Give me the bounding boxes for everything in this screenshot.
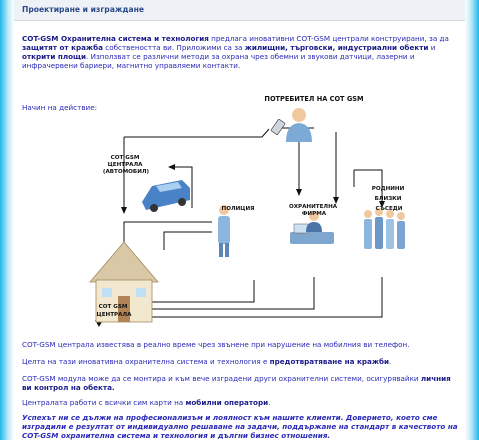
relatives-label: РОДНИНИ БЛИЗКИ СЪСЕДИ — [372, 186, 407, 212]
system-diagram: ПОТРЕБИТЕЛ НА СОТ GSM СОТ GSM ЦЕНТРАЛА (… — [89, 95, 407, 327]
sim-bold: мобилни оператори — [185, 398, 269, 407]
police-officer-icon — [218, 205, 230, 257]
intro-bold-2: жилищни, търговски, индустриални обекти — [244, 43, 429, 52]
intro-text-3: и — [428, 43, 436, 52]
brand-name: COT-GSM Охранителна система и технология — [22, 34, 209, 43]
intro-text-4: . Използват се различни методи за охрана… — [22, 52, 415, 70]
integration-bold: личния ви контрол на обекта. — [22, 374, 451, 392]
intro-text-1: предлага иновативни COT-GSM централи кон… — [208, 34, 449, 43]
consumer-icon — [286, 108, 312, 142]
security-company-label: ОХРАНИТЕЛНА ФИРМА — [289, 204, 339, 217]
phone-icon — [270, 119, 286, 135]
paragraph-goal: Целта на тази иновативна охранителна сис… — [22, 357, 454, 366]
house-label: СОТ GSM ЦЕНТРАЛА — [97, 304, 133, 318]
paragraph-notification: COT-GSM централа известява в реално врем… — [22, 340, 410, 349]
section-title: Проектиране и изграждане — [22, 5, 145, 14]
goal-bold: предотвратяване на кражби — [269, 357, 390, 366]
intro-paragraph: COT-GSM Охранителна система и технология… — [22, 34, 454, 70]
security-company-icon — [290, 211, 334, 244]
intro-text-2: собствеността ви. Приложими са за — [102, 43, 245, 52]
house-icon — [89, 241, 159, 323]
goal-end: . — [389, 357, 392, 366]
goal-text: Целта на тази иновативна охранителна сис… — [22, 357, 270, 366]
intro-bold-1: защитят от кражба — [22, 43, 103, 52]
integration-text: COT-GSM модула може да се монтира и към … — [22, 374, 421, 383]
car-label: СОТ GSM ЦЕНТРАЛА (АВТОМОБИЛ) — [103, 155, 150, 175]
section-header: Проектиране и изграждане — [14, 0, 465, 21]
consumer-label: ПОТРЕБИТЕЛ НА СОТ GSM — [264, 95, 363, 103]
sim-text: Централата работи с всички сим карти на — [22, 398, 186, 407]
police-label: ПОЛИЦИЯ — [222, 206, 255, 212]
car-icon — [142, 180, 190, 212]
paragraph-sim: Централата работи с всички сим карти на … — [22, 398, 454, 407]
content-page: Проектиране и изграждане COT-GSM Охранит… — [14, 0, 465, 440]
sim-end: . — [268, 398, 271, 407]
howto-label: Начин на действие: — [22, 103, 98, 112]
paragraph-integration: COT-GSM модула може да се монтира и към … — [22, 374, 454, 392]
intro-bold-3: открити площи — [22, 52, 87, 61]
relatives-group-icon — [364, 208, 405, 249]
